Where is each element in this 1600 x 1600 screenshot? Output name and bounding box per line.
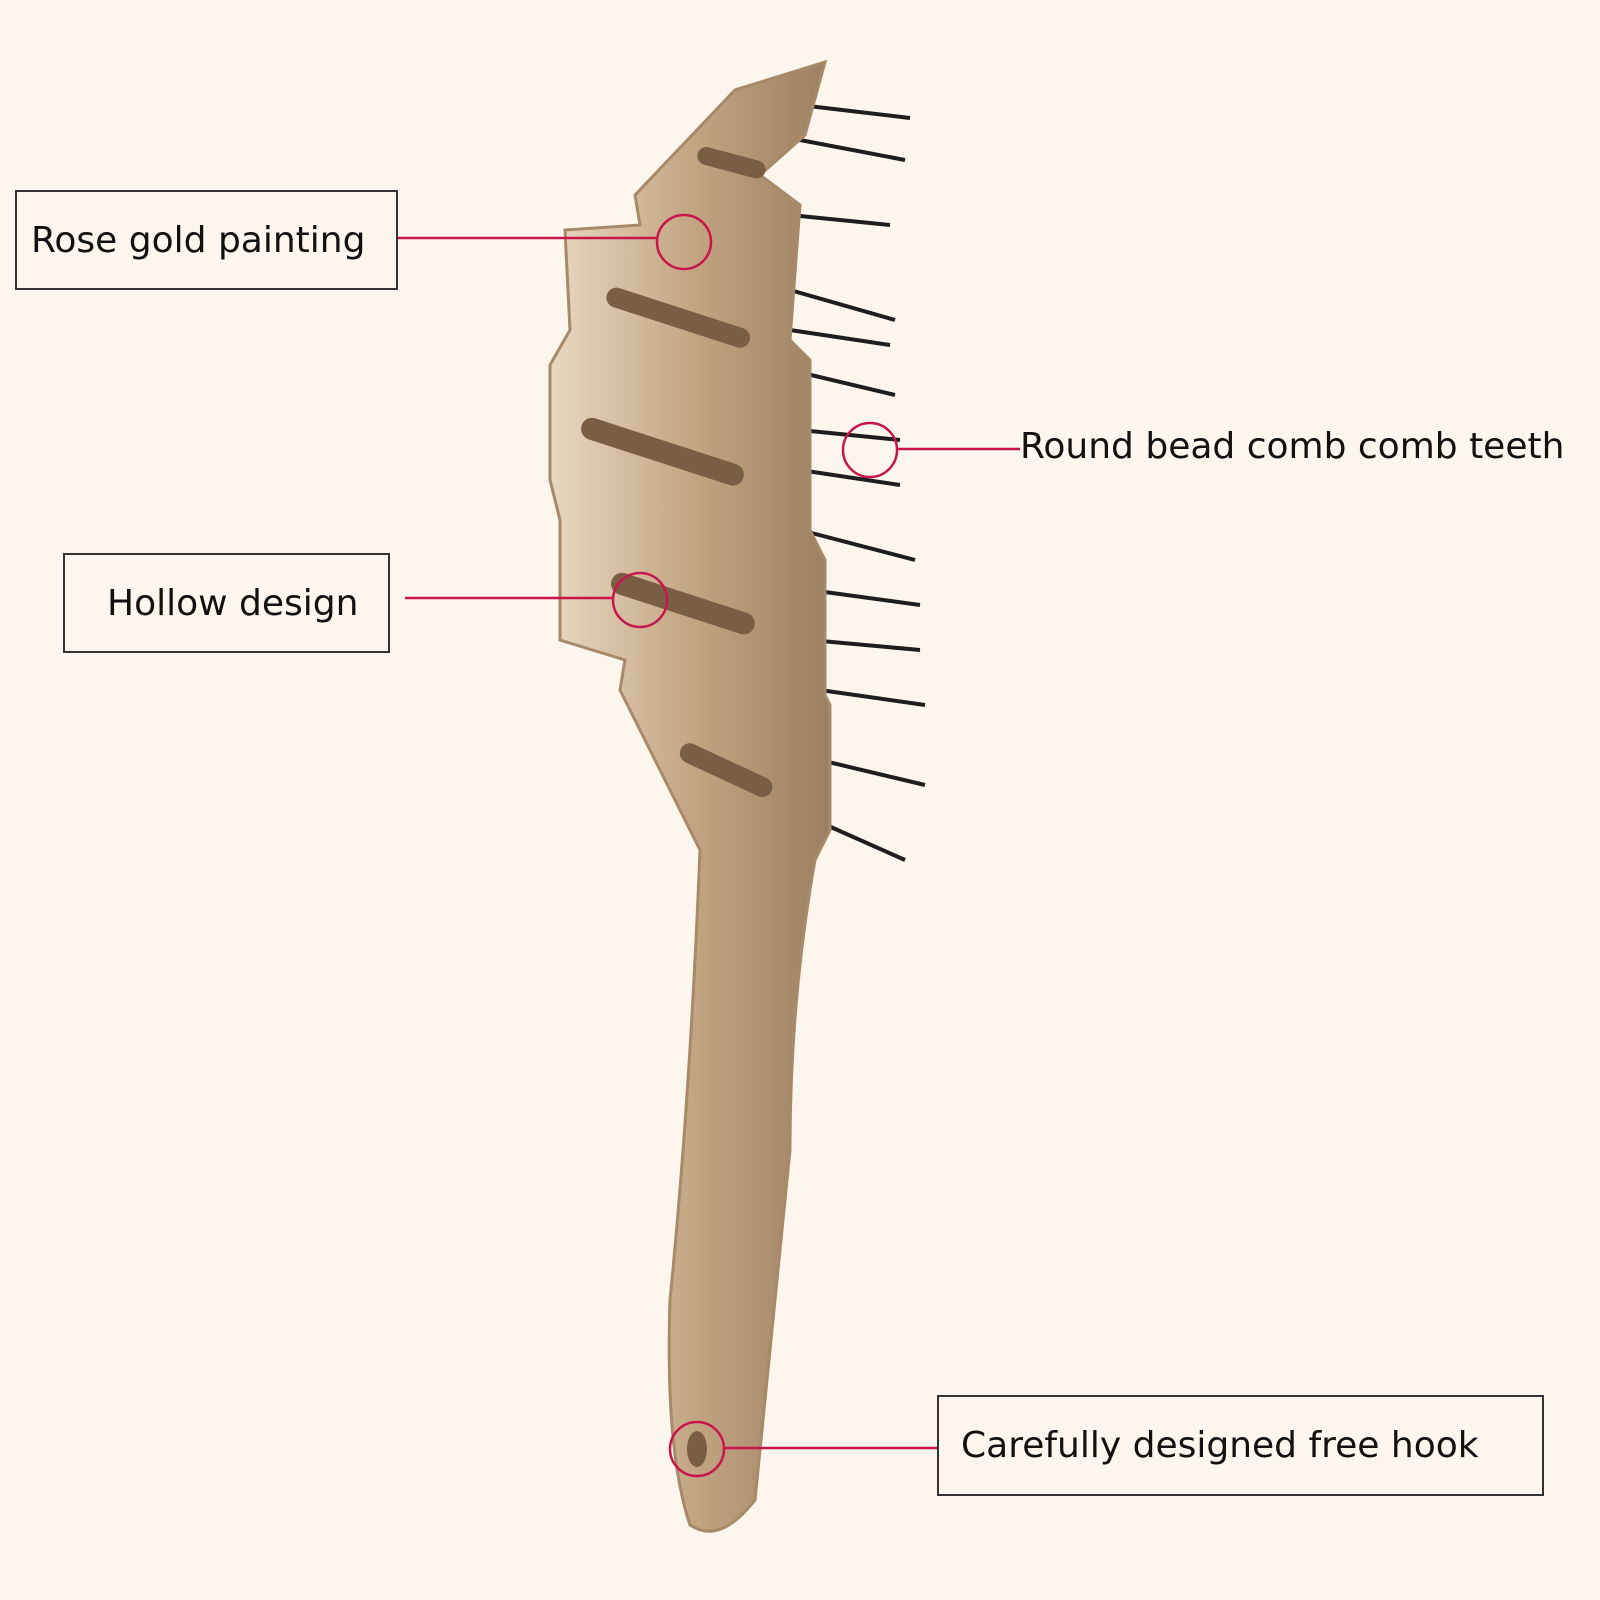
callout-markers bbox=[398, 213, 1020, 1478]
brush-body bbox=[548, 59, 832, 1533]
callout-hollow: Hollow design bbox=[63, 553, 390, 653]
callout-hook-text: Carefully designed free hook bbox=[961, 1425, 1479, 1466]
callout-rose-gold-text: Rose gold painting bbox=[31, 219, 366, 261]
callout-rose-gold: Rose gold painting bbox=[15, 190, 398, 290]
callout-comb-teeth: Round bead comb comb teeth bbox=[1020, 426, 1565, 467]
callout-hook: Carefully designed free hook bbox=[937, 1395, 1544, 1496]
hollow-slots bbox=[581, 147, 773, 1467]
callout-hollow-text: Hollow design bbox=[107, 582, 359, 624]
